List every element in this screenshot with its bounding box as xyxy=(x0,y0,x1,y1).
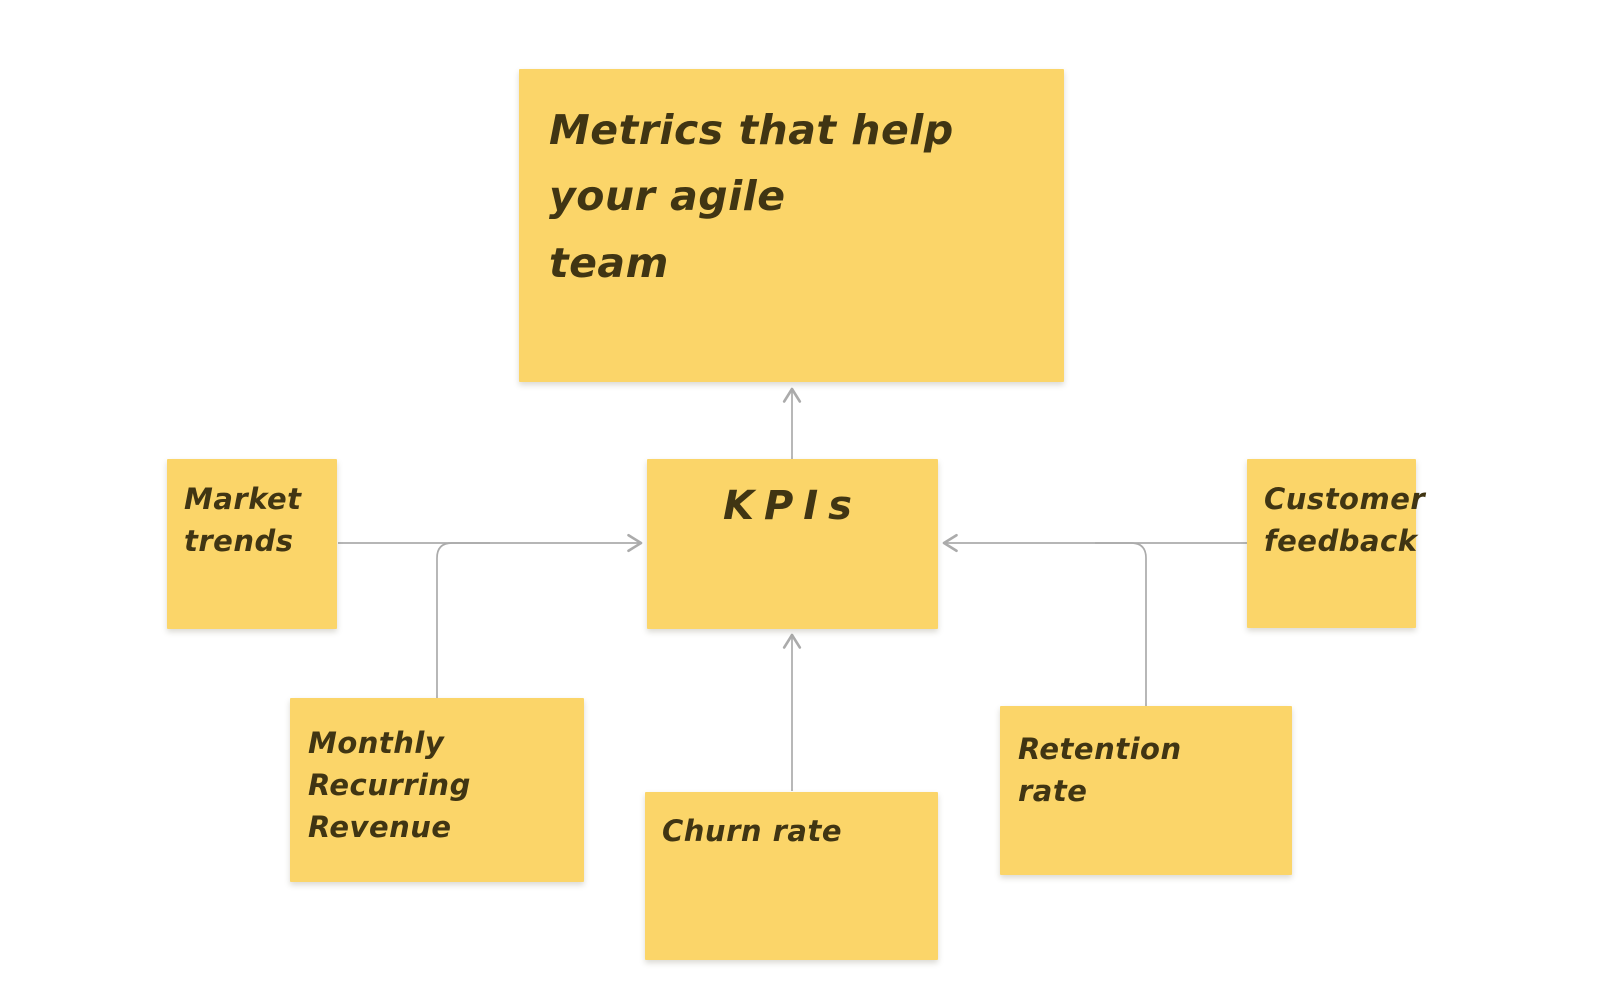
connector-mrr-to-kpis[interactable] xyxy=(436,542,490,698)
customer-feedback-label: Customer feedback xyxy=(1264,482,1426,559)
metrics-title-label: Metrics that help your agile team xyxy=(549,106,954,287)
sticky-note-kpis[interactable]: KPIs xyxy=(647,459,938,629)
sticky-note-metrics-title[interactable]: Metrics that help your agile team xyxy=(519,69,1064,382)
sticky-note-retention-rate[interactable]: Retention rate xyxy=(1000,706,1292,875)
monthly-recurring-revenue-label: Monthly Recurring Revenue xyxy=(308,726,471,845)
sticky-note-customer-feedback[interactable]: Customer feedback xyxy=(1247,459,1426,628)
churn-rate-label: Churn rate xyxy=(662,814,843,848)
sticky-note-monthly-recurring-revenue[interactable]: Monthly Recurring Revenue xyxy=(290,698,584,882)
retention-rate-label: Retention rate xyxy=(1018,732,1182,809)
kpis-label: KPIs xyxy=(722,483,862,529)
connector-retention-rate-to-kpis[interactable] xyxy=(1095,542,1147,706)
sticky-note-churn-rate[interactable]: Churn rate xyxy=(645,792,938,960)
market-trends-label: Market trends xyxy=(184,482,302,559)
sticky-note-market-trends[interactable]: Market trends xyxy=(167,459,337,629)
